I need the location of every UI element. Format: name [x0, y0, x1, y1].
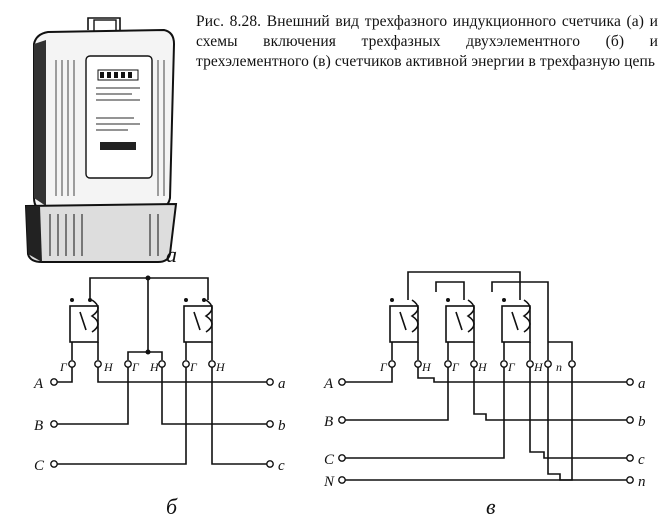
terminal-row-v: [388, 360, 576, 368]
wire-B-b: [56, 367, 129, 425]
terminal-label-v-2: Н: [421, 360, 432, 374]
wire-N-v: [344, 367, 573, 481]
top-bus-v-3: [491, 281, 549, 342]
output-label-v-b: b: [638, 414, 646, 430]
input-label-v-N: N: [323, 474, 335, 490]
terminal-label-v-5: Г: [507, 360, 516, 374]
panel-label-a: а: [166, 242, 177, 267]
meter-element-1-b: [69, 292, 99, 360]
meter-element-2-v: [445, 292, 475, 360]
terminal-label-b-5: Г: [189, 360, 198, 374]
input-label-b-C: C: [34, 458, 45, 474]
input-label-b-A: A: [33, 376, 44, 392]
top-bus-v-2: [435, 281, 465, 292]
terminal-label-b-2: Н: [103, 360, 114, 374]
meter-body-shade: [34, 40, 46, 206]
wire-C-b: [56, 367, 187, 465]
terminal-label-v-1: Г: [379, 360, 388, 374]
wire-b-b: [161, 367, 268, 425]
terminal-label-b-3: Г: [131, 360, 140, 374]
output-label-b-a: a: [278, 376, 286, 392]
caption-prefix: Рис. 8.28.: [196, 13, 262, 30]
meter-element-3-v: [501, 292, 531, 360]
wire-a-v: [417, 367, 628, 383]
terminal-label-v-6: Н: [533, 360, 544, 374]
terminal-row-b: [68, 351, 216, 368]
terminal-label-b-1: Г: [59, 360, 68, 374]
terminal-label-b-4: Н: [149, 360, 160, 374]
terminal-label-v-3: Г: [451, 360, 460, 374]
caption-text: Внешний вид трехфазного индукционного сч…: [196, 13, 658, 70]
input-label-b-B: B: [34, 418, 43, 434]
output-label-v-a: a: [638, 376, 646, 392]
output-label-b-c: c: [278, 458, 285, 474]
output-label-b-b: b: [278, 418, 286, 434]
wire-A-b: [56, 367, 73, 383]
input-label-v-A: A: [323, 376, 334, 392]
nameplate-text: [96, 87, 140, 131]
wire-n-v: [547, 367, 628, 481]
terminal-label-b-6: Н: [215, 360, 226, 374]
panel-label-v: в: [486, 494, 496, 519]
meter-element-1-v: [389, 292, 419, 360]
figure-caption: Рис. 8.28. Внешний вид трехфазного индук…: [196, 12, 658, 72]
terminal-label-v-7: n: [556, 360, 562, 374]
counter-digits: [100, 72, 132, 78]
input-label-v-B: B: [324, 414, 333, 430]
output-label-v-n: n: [638, 474, 646, 490]
disc-slot: [100, 142, 136, 150]
diagram-three-element: Г Н Г Н Г Н n A B C N a b c n в: [323, 271, 646, 519]
diagram-two-element: Г Н Г Н Г Н A B C a b c б: [33, 275, 286, 519]
panel-label-b: б: [166, 494, 178, 519]
body-ribs: [55, 60, 165, 196]
wire-C-v: [344, 367, 505, 459]
meter-hanger: [87, 17, 121, 30]
wire-c-v: [529, 367, 628, 459]
terminal-cover-ribs: [49, 214, 159, 256]
wire-A-v: [344, 367, 393, 383]
wire-a-b: [97, 367, 268, 383]
output-label-v-c: c: [638, 452, 645, 468]
terminal-cover: [24, 202, 178, 263]
terminal-label-v-4: Н: [477, 360, 488, 374]
wire-c-b: [211, 367, 268, 465]
wire-B-v: [344, 367, 449, 421]
neutral-bridge: [548, 341, 573, 360]
meter-illustration: а: [24, 17, 178, 267]
wire-b-v: [473, 367, 628, 421]
input-label-v-C: C: [324, 452, 335, 468]
meter-element-2-b: [183, 292, 213, 360]
